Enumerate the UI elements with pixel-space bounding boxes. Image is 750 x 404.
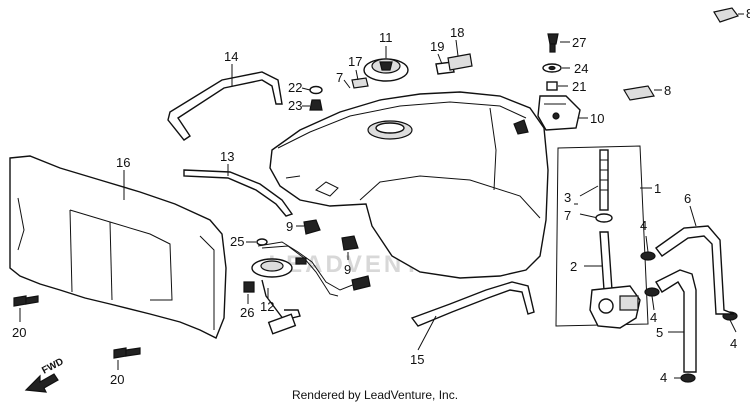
nut-9-left[interactable] [303, 219, 321, 235]
callout-4-a: 4 [640, 218, 647, 233]
clip-4-d[interactable] [680, 373, 696, 383]
callout-18: 18 [450, 25, 464, 40]
clip-4-b[interactable] [644, 287, 660, 297]
fwd-label: FWD [40, 356, 65, 376]
strap-13[interactable] [183, 169, 294, 217]
callout-8-top: 8 [746, 6, 750, 21]
callout-11: 11 [379, 30, 393, 45]
callout-13: 13 [220, 149, 234, 164]
callout-4-c: 4 [730, 336, 737, 351]
callout-21: 21 [572, 79, 586, 94]
washer-25[interactable] [256, 238, 268, 246]
credit-line: Rendered by LeadVenture, Inc. [292, 388, 458, 402]
callout-12: 12 [260, 299, 274, 314]
callout-15: 15 [410, 352, 424, 367]
callout-1: 1 [654, 181, 661, 196]
bracket-10[interactable] [537, 95, 581, 131]
pipe-2[interactable] [599, 231, 613, 291]
washer-24[interactable] [542, 63, 562, 73]
fuel-tank[interactable] [269, 91, 549, 279]
callout-20-bottom: 20 [110, 372, 124, 387]
callout-5: 5 [656, 325, 663, 340]
callout-10: 10 [590, 111, 604, 126]
bolt-20-left[interactable] [13, 295, 39, 307]
callout-17: 17 [348, 54, 362, 69]
hose-5[interactable] [655, 269, 697, 373]
nut-9-center[interactable] [341, 235, 359, 251]
callout-8-right: 8 [664, 83, 671, 98]
callout-19: 19 [430, 39, 444, 54]
fuel-cock-box-1 [555, 145, 649, 327]
hose-6[interactable] [655, 225, 735, 315]
rubber-8-top[interactable] [713, 7, 739, 23]
callout-27: 27 [572, 35, 586, 50]
nut-26[interactable] [243, 281, 255, 293]
fuel-cap-11[interactable] [363, 58, 409, 82]
bolt-27[interactable] [547, 33, 559, 53]
callout-3: 3 [564, 190, 571, 205]
callout-9-center: 9 [344, 262, 351, 277]
callout-14: 14 [224, 49, 238, 64]
strainer-3[interactable] [599, 149, 609, 211]
fwd-arrow: FWD [24, 356, 66, 393]
fuel-unit-12[interactable] [251, 241, 371, 335]
clip-4-a[interactable] [640, 251, 656, 261]
label-18[interactable] [447, 53, 473, 71]
callout-24: 24 [574, 61, 588, 76]
callout-2: 2 [570, 259, 577, 274]
callout-6: 6 [684, 191, 691, 206]
frame-cover-16[interactable] [9, 155, 227, 339]
callout-7-tank: 7 [336, 70, 343, 85]
collar-21[interactable] [546, 81, 558, 91]
o-ring-7[interactable] [595, 213, 613, 223]
washer-22[interactable] [309, 85, 323, 95]
callout-9-left: 9 [286, 219, 293, 234]
emblem-17[interactable] [351, 77, 369, 89]
rubber-8-right[interactable] [623, 85, 655, 101]
callout-4-d: 4 [660, 370, 667, 385]
callout-7-fuelcock: 7 [564, 208, 571, 223]
callout-20-left: 20 [12, 325, 26, 340]
strap-15[interactable] [410, 281, 535, 327]
callout-16: 16 [116, 155, 130, 170]
bolt-20-bottom[interactable] [113, 347, 141, 359]
callout-22: 22 [288, 80, 302, 95]
strap-14[interactable] [167, 71, 283, 141]
callout-23: 23 [288, 98, 302, 113]
fuel-cock[interactable] [589, 285, 641, 329]
callout-25: 25 [230, 234, 244, 249]
callout-4-b: 4 [650, 310, 657, 325]
bolt-23[interactable] [309, 99, 323, 111]
callout-26: 26 [240, 305, 254, 320]
